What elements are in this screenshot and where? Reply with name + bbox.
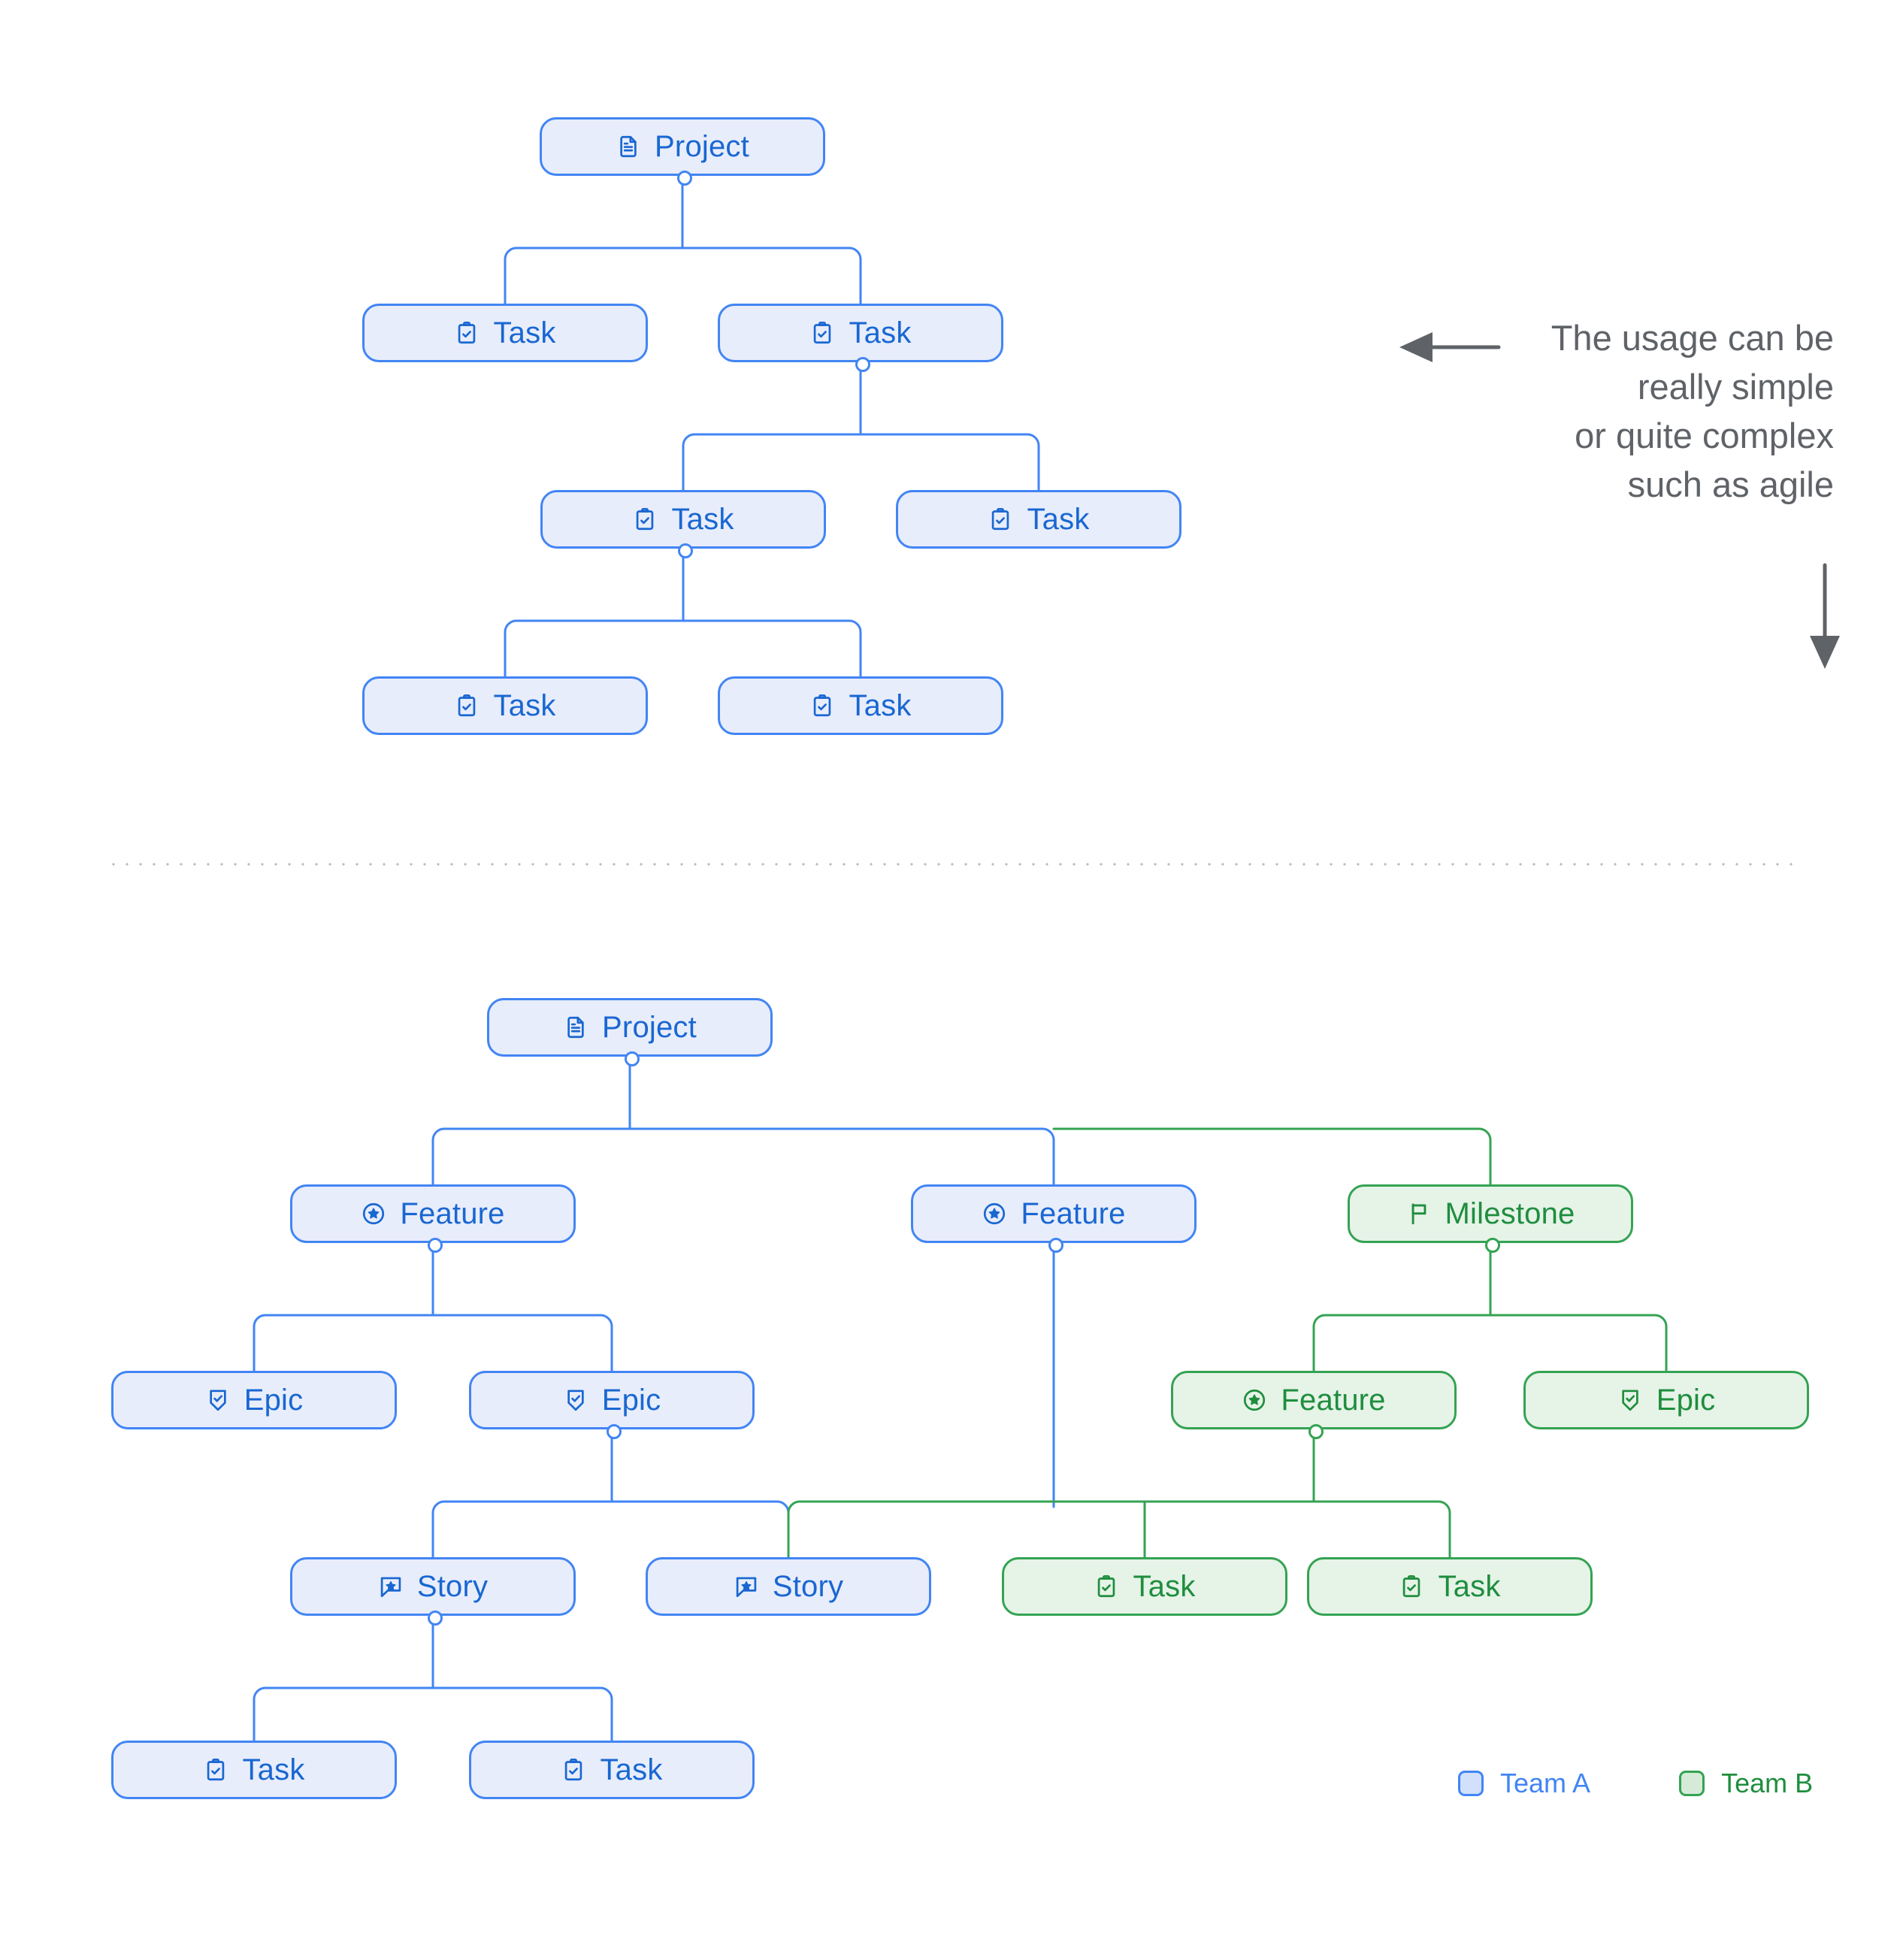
edge-bus-row2 bbox=[682, 433, 1040, 492]
legend-item-team-a[interactable]: Team A bbox=[1458, 1768, 1590, 1799]
node-task-s4[interactable]: Task bbox=[896, 490, 1181, 549]
feature-icon bbox=[982, 1201, 1007, 1227]
story-icon bbox=[734, 1574, 759, 1599]
node-task-s6[interactable]: Task bbox=[718, 676, 1003, 735]
connector-port[interactable] bbox=[677, 171, 692, 186]
color-swatch-green-icon bbox=[1679, 1771, 1705, 1796]
node-project-s0[interactable]: Project bbox=[540, 117, 825, 186]
node-label: Task bbox=[493, 689, 556, 722]
task-icon bbox=[809, 320, 835, 346]
node-epic-a7[interactable]: Epic bbox=[1523, 1371, 1809, 1429]
connector-port[interactable] bbox=[607, 1424, 622, 1439]
node-epic-a5[interactable]: Epic bbox=[469, 1371, 755, 1439]
node-task-s1[interactable]: Task bbox=[362, 304, 648, 362]
connector-port[interactable] bbox=[1485, 1238, 1500, 1253]
annotation-text: The usage can be really simple or quite … bbox=[1428, 314, 1834, 509]
node-project-a0[interactable]: Project bbox=[487, 998, 773, 1066]
edge-a-bus-row4 bbox=[253, 1686, 613, 1742]
task-icon bbox=[454, 320, 480, 346]
edge-a-bus-row3-green bbox=[787, 1500, 1451, 1559]
node-milestone-a3[interactable]: Milestone bbox=[1348, 1184, 1633, 1253]
task-icon bbox=[1094, 1574, 1119, 1599]
task-icon bbox=[561, 1757, 586, 1783]
node-task-s2[interactable]: Task bbox=[718, 304, 1003, 372]
node-label: Task bbox=[242, 1753, 305, 1786]
legend: Team A Team B bbox=[1458, 1768, 1813, 1799]
node-story-a9[interactable]: Story bbox=[646, 1557, 931, 1616]
milestone-icon bbox=[1406, 1201, 1432, 1227]
arrow-down-head bbox=[1810, 636, 1840, 669]
task-icon bbox=[454, 693, 480, 718]
node-label: Feature bbox=[400, 1197, 505, 1230]
node-feature-a6[interactable]: Feature bbox=[1171, 1371, 1457, 1439]
connector-port[interactable] bbox=[625, 1051, 640, 1066]
node-label: Milestone bbox=[1445, 1197, 1575, 1230]
node-label: Task bbox=[671, 503, 734, 536]
edge-a-bus-row2 bbox=[253, 1314, 613, 1372]
node-epic-a4[interactable]: Epic bbox=[111, 1371, 397, 1429]
node-label: Project bbox=[602, 1011, 697, 1044]
edge-bus-row1 bbox=[504, 247, 862, 305]
legend-label-team-a: Team A bbox=[1500, 1768, 1591, 1798]
node-label: Task bbox=[849, 316, 912, 349]
node-feature-a2[interactable]: Feature bbox=[911, 1184, 1197, 1253]
node-label: Epic bbox=[1656, 1384, 1716, 1417]
feature-icon bbox=[361, 1201, 386, 1227]
task-icon bbox=[203, 1757, 228, 1783]
annotation-line-1: The usage can be bbox=[1551, 318, 1834, 358]
document-icon bbox=[616, 134, 641, 159]
section-divider bbox=[107, 863, 1796, 866]
task-icon bbox=[809, 693, 835, 718]
annotation-line-4: such as agile bbox=[1627, 464, 1834, 504]
node-task-s5[interactable]: Task bbox=[362, 676, 648, 735]
legend-item-team-b[interactable]: Team B bbox=[1679, 1768, 1813, 1799]
node-label: Task bbox=[493, 316, 556, 349]
feature-icon bbox=[1242, 1387, 1267, 1413]
node-task-s3[interactable]: Task bbox=[540, 490, 826, 558]
node-task-a12[interactable]: Task bbox=[111, 1741, 397, 1799]
node-label: Task bbox=[849, 689, 912, 722]
connector-port[interactable] bbox=[1048, 1238, 1063, 1253]
node-feature-a1[interactable]: Feature bbox=[290, 1184, 576, 1253]
task-icon bbox=[632, 507, 658, 532]
edge-a-bus-row2-green bbox=[1312, 1314, 1668, 1372]
node-label: Task bbox=[1133, 1570, 1196, 1603]
epic-icon bbox=[205, 1387, 231, 1413]
node-label: Story bbox=[416, 1570, 489, 1603]
epic-icon bbox=[1617, 1387, 1643, 1413]
story-icon bbox=[378, 1574, 404, 1599]
node-label: Task bbox=[600, 1753, 663, 1786]
task-icon bbox=[1399, 1574, 1424, 1599]
node-label: Project bbox=[655, 130, 749, 163]
node-label: Task bbox=[1438, 1570, 1501, 1603]
node-task-a11[interactable]: Task bbox=[1307, 1557, 1593, 1616]
task-icon bbox=[988, 507, 1013, 532]
node-label: Epic bbox=[244, 1384, 304, 1417]
node-story-a8[interactable]: Story bbox=[290, 1557, 576, 1626]
edge-bus-row3 bbox=[504, 619, 862, 678]
connector-port[interactable] bbox=[1309, 1424, 1324, 1439]
edges-simple bbox=[504, 174, 1040, 678]
node-label: Story bbox=[772, 1570, 844, 1603]
connector-port[interactable] bbox=[428, 1238, 443, 1253]
annotation-line-2: really simple bbox=[1637, 366, 1834, 407]
node-label: Feature bbox=[1021, 1197, 1126, 1230]
annotation-line-3: or quite complex bbox=[1575, 415, 1834, 455]
color-swatch-blue-icon bbox=[1458, 1771, 1484, 1796]
node-label: Epic bbox=[601, 1384, 661, 1417]
edge-a-bus-row3-blue bbox=[431, 1500, 790, 1559]
edge-a-bus-row1 bbox=[431, 1127, 1055, 1186]
document-icon bbox=[563, 1015, 588, 1040]
epic-icon bbox=[563, 1387, 588, 1413]
legend-label-team-b: Team B bbox=[1721, 1768, 1814, 1798]
connector-port[interactable] bbox=[428, 1611, 443, 1626]
node-task-a10[interactable]: Task bbox=[1002, 1557, 1287, 1616]
node-task-a13[interactable]: Task bbox=[469, 1741, 755, 1799]
edge-a-bus-to-milestone bbox=[1052, 1127, 1492, 1186]
connector-port[interactable] bbox=[678, 543, 693, 558]
connector-port[interactable] bbox=[855, 357, 870, 372]
node-label: Task bbox=[1027, 503, 1090, 536]
node-label: Feature bbox=[1281, 1384, 1386, 1417]
